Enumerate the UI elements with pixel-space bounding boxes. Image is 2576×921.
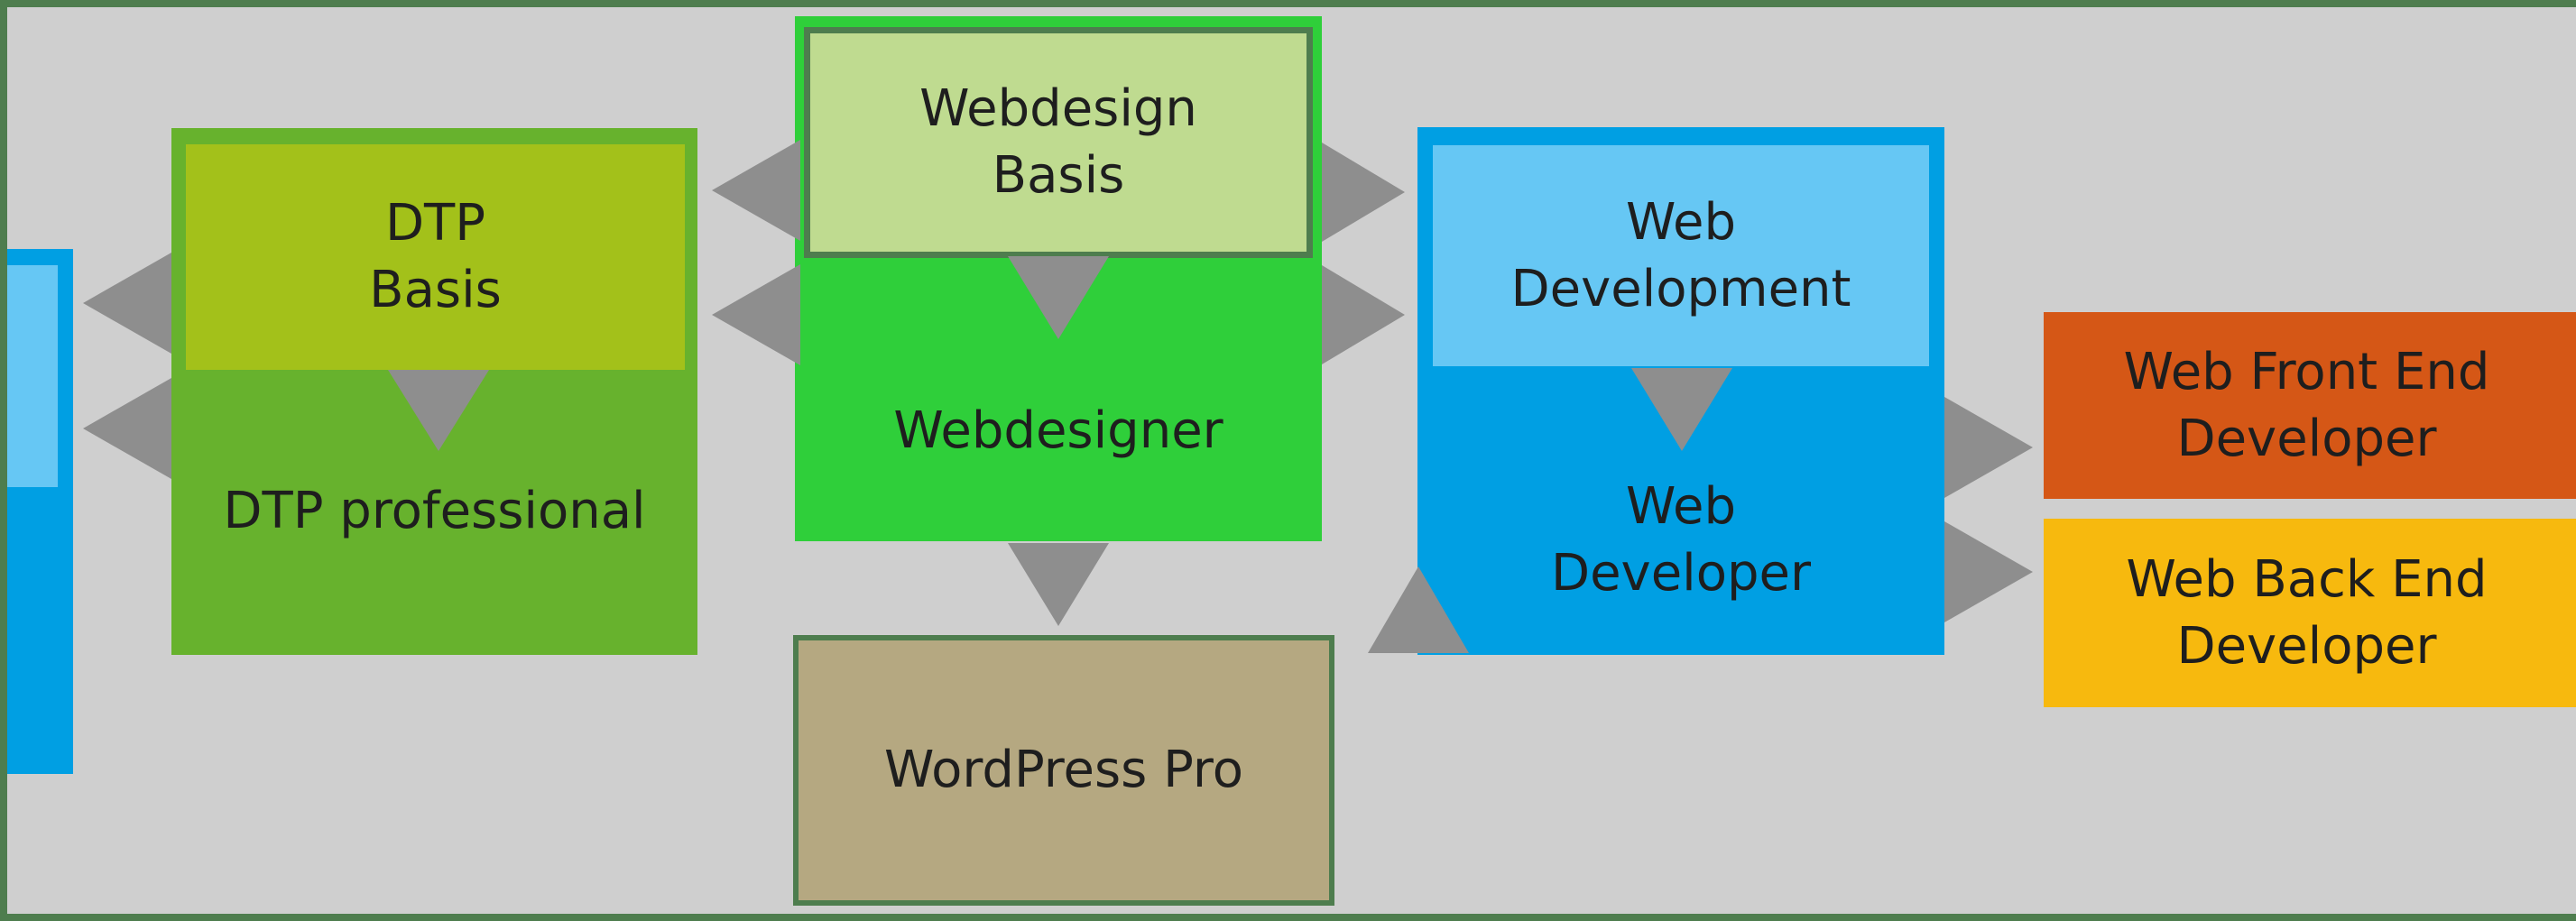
arrow-right-frontend bbox=[1944, 397, 2033, 498]
webdesigner-block: Webdesign Basis Webdesigner bbox=[795, 16, 1322, 541]
webdesign-basis-label: Webdesign Basis bbox=[919, 79, 1197, 205]
previous-course-block bbox=[0, 249, 73, 774]
arrow-down-webdesign bbox=[1008, 256, 1109, 339]
arrow-right-1 bbox=[1322, 143, 1405, 242]
arrow-left-2 bbox=[83, 378, 171, 479]
web-development-label: Web Development bbox=[1510, 192, 1851, 318]
previous-course-inner-block bbox=[0, 265, 58, 487]
webdesign-basis-block: Webdesign Basis bbox=[804, 27, 1313, 258]
arrow-right-backend bbox=[1944, 521, 2033, 622]
web-developer-label: Web Developer bbox=[1550, 477, 1811, 603]
web-back-end-developer-block: Web Back End Developer bbox=[2044, 519, 2576, 707]
wordpress-pro-block: WordPress Pro bbox=[793, 635, 1334, 906]
dtp-professional-label: DTP professional bbox=[223, 482, 646, 540]
arrow-left-4 bbox=[712, 264, 800, 365]
web-development-block: Web Development bbox=[1433, 145, 1929, 366]
arrow-right-2 bbox=[1322, 265, 1405, 364]
arrow-down-webdev bbox=[1631, 368, 1732, 451]
dtp-basis-block: DTP Basis bbox=[186, 144, 685, 370]
arrow-down-wordpress bbox=[1008, 543, 1109, 626]
dtp-basis-label: DTP Basis bbox=[369, 194, 502, 319]
wordpress-pro-label: WordPress Pro bbox=[884, 741, 1243, 799]
web-front-end-developer-block: Web Front End Developer bbox=[2044, 312, 2576, 499]
webdesigner-label: Webdesigner bbox=[893, 401, 1223, 460]
arrow-left-1 bbox=[83, 253, 171, 354]
arrow-down-dtp bbox=[388, 370, 489, 451]
arrow-left-3 bbox=[712, 140, 800, 241]
dtp-professional-block: DTP Basis DTP professional bbox=[171, 128, 697, 655]
arrow-up-webdev bbox=[1368, 566, 1469, 653]
web-back-end-developer-label: Web Back End Developer bbox=[2126, 549, 2488, 676]
web-front-end-developer-label: Web Front End Developer bbox=[2123, 342, 2490, 468]
